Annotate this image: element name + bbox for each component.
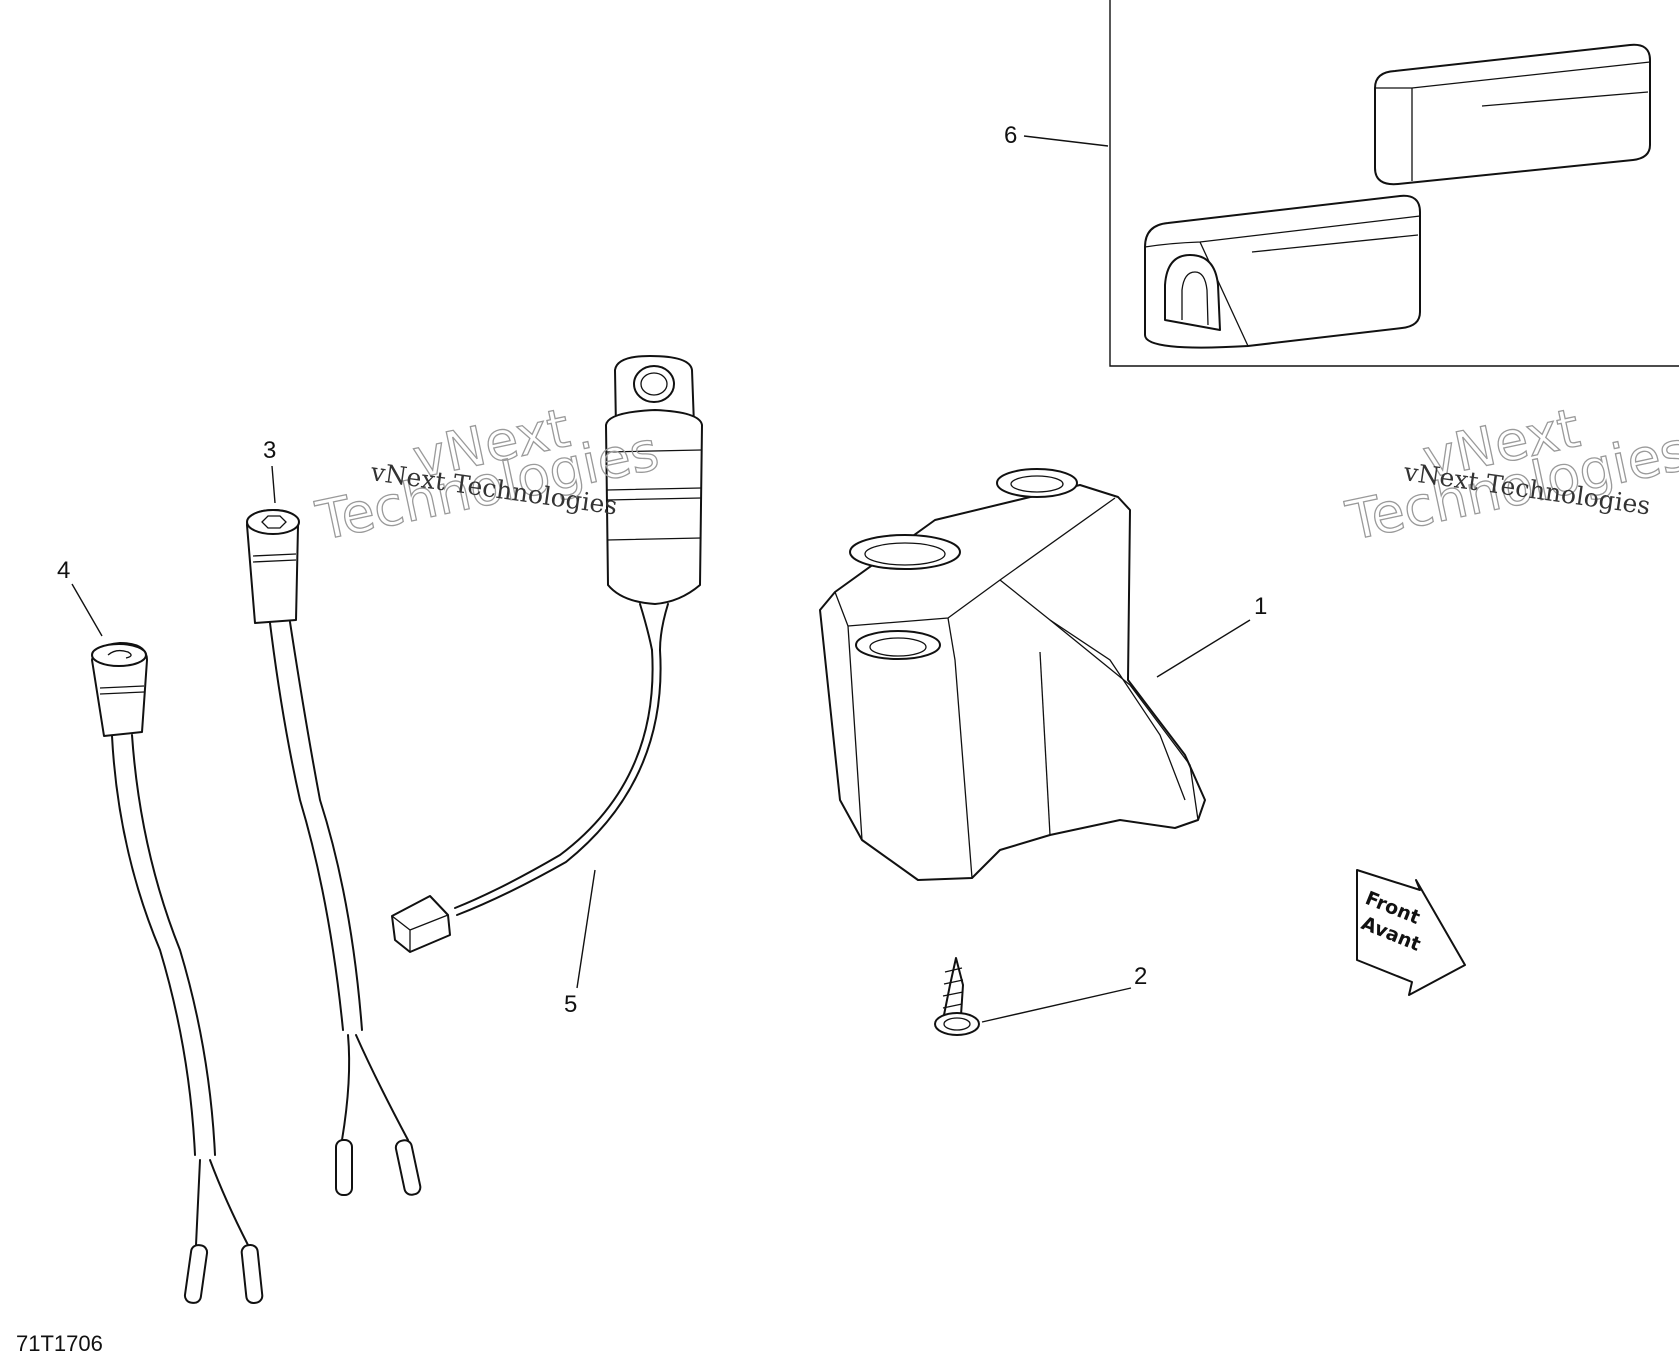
part-4-switch [91,642,264,1304]
svg-text:5: 5 [564,991,577,1018]
part-6-grip-cap-lower [1144,194,1421,349]
figure-reference-code: 71T1706 [16,1331,103,1356]
part-3-switch [246,509,422,1196]
part-6-grip-cap-upper [1374,43,1651,186]
callout-3: 3 [263,437,276,504]
svg-text:4: 4 [57,557,70,584]
svg-text:3: 3 [263,437,276,464]
svg-text:2: 2 [1134,963,1147,990]
front-direction-arrow: Front Avant [1356,869,1466,996]
inset-frame [1109,0,1679,367]
callout-4: 4 [57,557,103,637]
callout-6: 6 [1004,122,1109,149]
callout-5: 5 [564,869,596,1018]
callout-1: 1 [1156,593,1267,678]
part-1-housing [819,468,1206,881]
part-2-screw [934,957,980,1036]
svg-text:1: 1 [1254,593,1267,620]
part-5-key-tether [391,355,703,953]
svg-text:6: 6 [1004,122,1017,149]
callout-2: 2 [981,963,1147,1023]
watermark-right: vNext Technologies vNext Technologies [1340,396,1679,554]
